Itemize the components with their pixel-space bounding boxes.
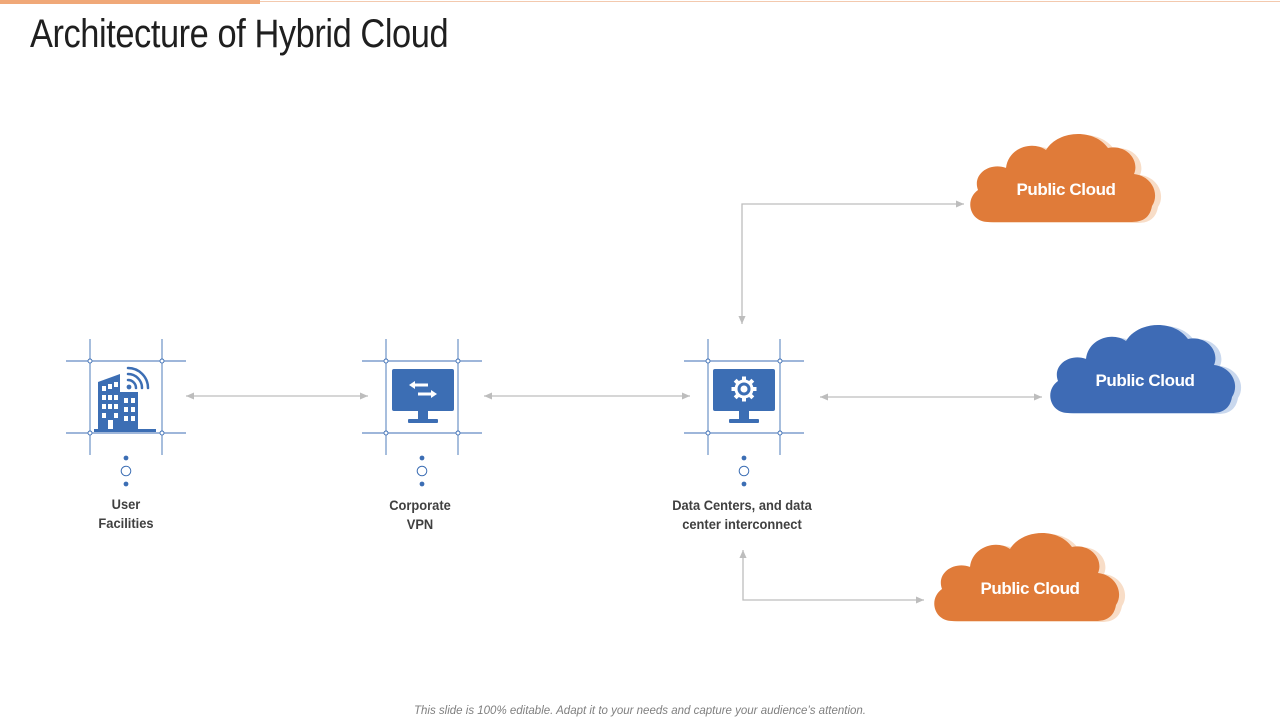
top-accent-bar (0, 0, 260, 4)
cloud-icon (970, 133, 1156, 222)
node-frame (66, 339, 186, 455)
building-wifi-icon (92, 366, 158, 434)
cloud-bottom-public: Public Cloud (934, 532, 1126, 622)
dots-connector-icon (120, 455, 132, 487)
cloud-top-public: Public Cloud (970, 133, 1162, 223)
node-label-data-centers: Data Centers, and data center interconne… (650, 496, 834, 534)
node-label-line: VPN (406, 516, 434, 532)
node-user-facilities (66, 339, 186, 487)
cloud-icon (934, 532, 1120, 621)
cloud-top-label: Public Cloud (1016, 180, 1115, 199)
cloud-bottom-label: Public Cloud (980, 579, 1079, 598)
connector-datacenter-cloud-bottom (739, 550, 924, 604)
dots-connector-icon (416, 455, 428, 487)
connector-datacenter-cloud-top (738, 200, 964, 324)
node-frame (684, 339, 804, 455)
footer-note: This slide is 100% editable. Adapt it to… (414, 705, 866, 717)
node-label-line: center interconnect (682, 516, 802, 532)
node-data-centers (684, 339, 804, 487)
cloud-icon (1050, 324, 1236, 413)
monitor-transfer-icon (392, 369, 454, 423)
node-corporate-vpn (362, 339, 482, 487)
cloud-middle-label: Public Cloud (1095, 371, 1194, 390)
dots-connector-icon (738, 455, 750, 487)
node-label-line: User (111, 496, 141, 512)
node-label-line: Data Centers, and data (672, 497, 812, 513)
node-frame (362, 339, 482, 455)
node-label-line: Corporate (389, 497, 451, 513)
node-label-line: Facilities (98, 515, 154, 531)
cloud-middle-public: Public Cloud (1050, 324, 1242, 414)
monitor-gear-icon (713, 369, 775, 423)
top-divider-line (260, 1, 1280, 2)
node-label-user-facilities: User Facilities (34, 495, 218, 533)
node-label-corporate-vpn: Corporate VPN (328, 496, 512, 534)
page-title: Architecture of Hybrid Cloud (30, 12, 449, 56)
connectors (186, 200, 1042, 604)
